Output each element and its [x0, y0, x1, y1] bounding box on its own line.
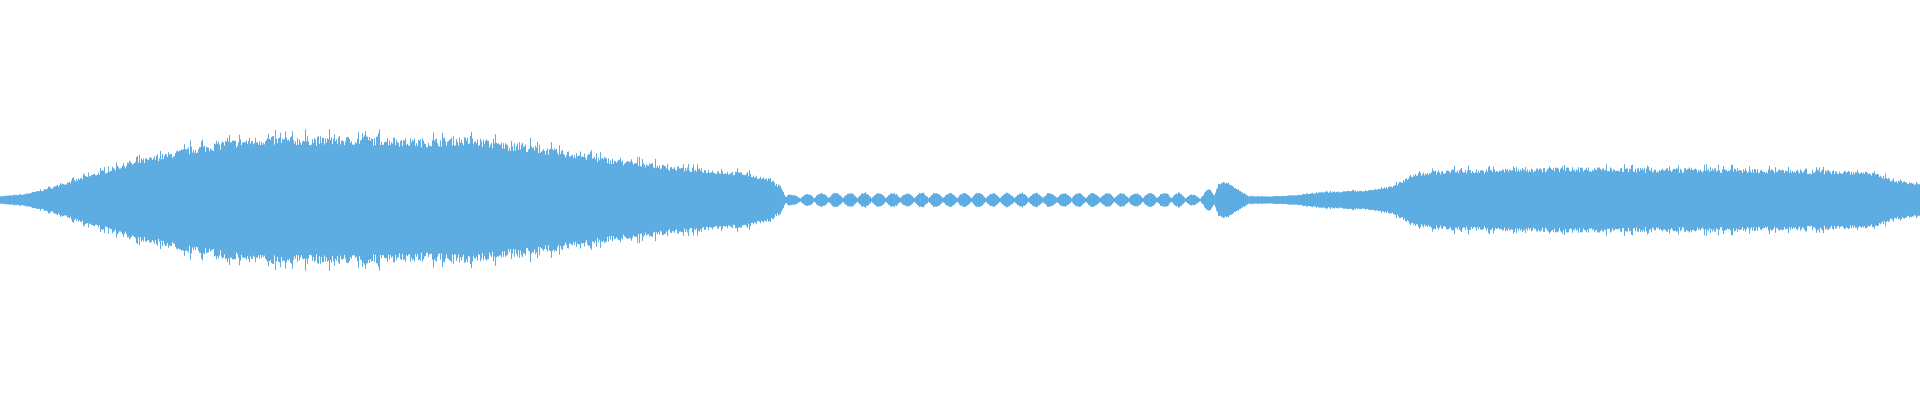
- waveform-peaks: [0, 129, 1920, 271]
